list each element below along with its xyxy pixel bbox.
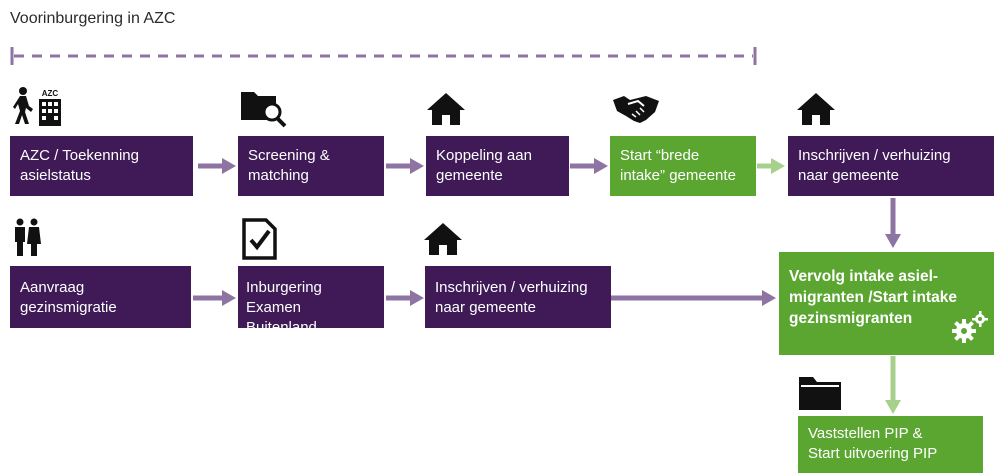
row2-arrows [193,290,776,306]
folder-icon [799,377,841,410]
step-inschrijven-row2: Inschrijven / verhuizing naar gemeente [425,266,611,328]
step-label: Start “brede intake” gemeente [620,147,736,184]
step-start-brede-intake: Start “brede intake” gemeente [610,136,756,196]
step-label: Vaststellen PIP & Start uitvoering PIP [808,425,938,462]
step-vaststellen-pip: Vaststellen PIP & Start uitvoering PIP [798,416,983,473]
azc-phase-bracket [10,47,757,65]
step-screening-matching: Screening & matching [238,136,384,196]
step-label: Inschrijven / verhuizing naar gemeente [798,147,951,184]
step-label: Koppeling aan gemeente [436,147,532,184]
step-label: Vervolg intake asiel- migranten /Start i… [789,268,957,327]
step-label: AZC / Toekenning asielstatus [20,147,139,184]
house-icon [797,93,835,125]
step-vervolg-intake: Vervolg intake asiel- migranten /Start i… [779,252,994,355]
family-icon [15,218,41,256]
step-inburgering-examen: Inburgering Examen Buitenland [238,266,384,336]
house-icon [427,93,465,125]
svg-text:AZC: AZC [42,89,59,98]
page-title: Voorinburgering in AZC [10,10,176,27]
step-aanvraag-gezinsmigratie: Aanvraag gezinsmigratie [10,266,191,328]
step-label: Inburgering Examen Buitenland [246,279,322,336]
step-koppeling-gemeente: Koppeling aan gemeente [426,136,569,196]
checklist-icon [242,218,277,260]
step-label: Aanvraag gezinsmigratie [20,279,117,316]
step-label: Inschrijven / verhuizing naar gemeente [435,279,588,316]
folder-search-icon [241,92,287,128]
walking-person-building-icon: AZC [13,87,61,126]
handshake-icon [613,96,659,123]
step-azc-toekenning: AZC / Toekenning asielstatus [10,136,193,196]
house-icon [424,223,462,255]
step-label: Screening & matching [248,147,330,184]
gears-icon [952,311,988,343]
row1-arrows [198,158,785,174]
step-inschrijven-row1: Inschrijven / verhuizing naar gemeente [788,136,994,196]
